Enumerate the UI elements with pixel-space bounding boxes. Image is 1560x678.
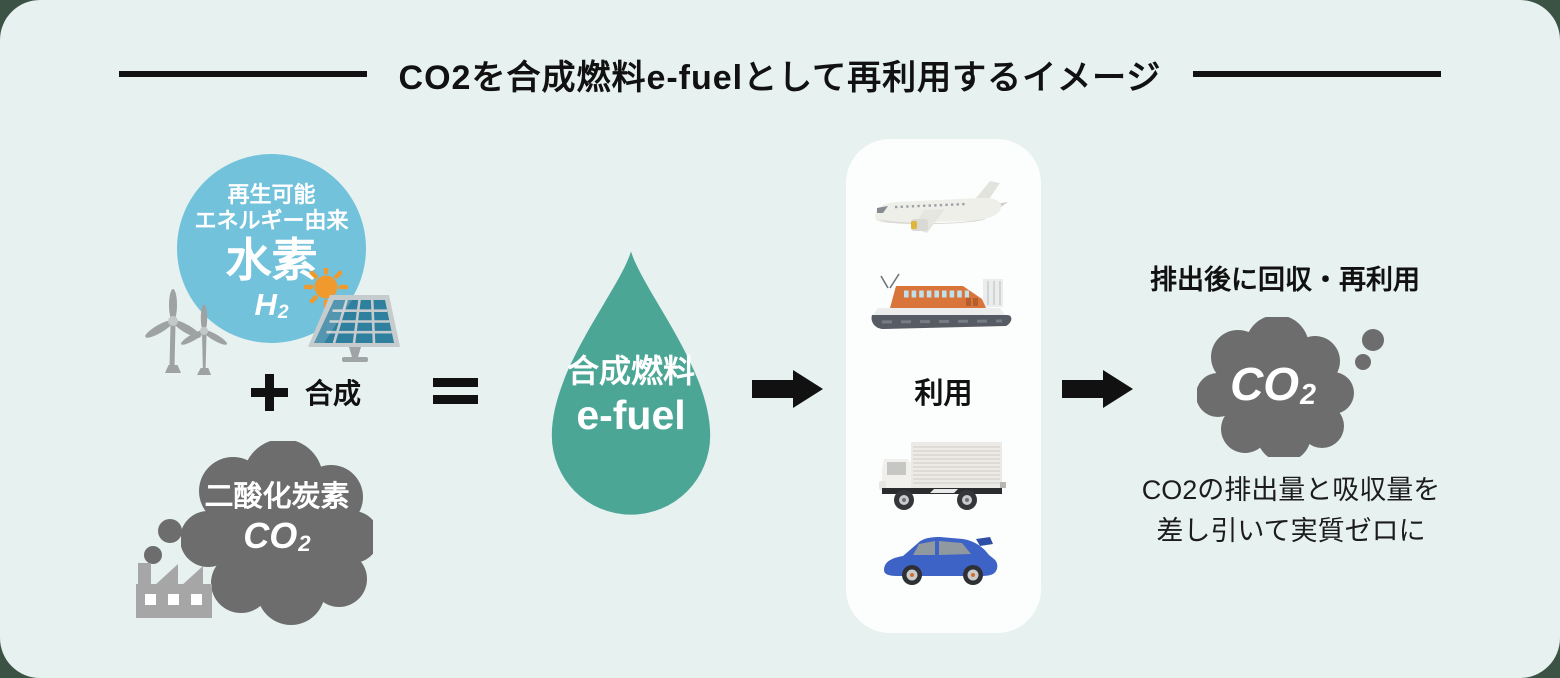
hydrogen-formula-sub: 2 — [277, 301, 289, 323]
ship-icon — [871, 273, 1012, 329]
hydrogen-name: 水素 — [225, 234, 318, 286]
plus-icon — [251, 373, 288, 411]
equals-icon — [433, 378, 478, 404]
net-zero-note-line1: CO2の排出量と吸収量を — [1141, 475, 1441, 505]
solar-panel-icon — [304, 268, 400, 362]
hydrogen-formula: H2 — [254, 287, 288, 323]
hydrogen-source-line1: 再生可能 — [227, 182, 316, 207]
hydrogen-formula-base: H — [254, 287, 277, 322]
synthesis-label: 合成 — [305, 378, 362, 409]
efuel-label: 合成燃料 e-fuel — [532, 351, 730, 439]
recovered-co2-formula-sub: 2 — [1300, 379, 1316, 412]
co2-source-formula: CO2 — [186, 515, 368, 562]
truck-icon — [879, 442, 1006, 510]
recovered-co2-formula-base: CO — [1230, 358, 1300, 410]
airplane-icon — [875, 181, 1008, 233]
efuel-drop-shape — [551, 251, 711, 515]
sun-icon — [304, 268, 348, 309]
efuel-label-ja: 合成燃料 — [566, 353, 695, 389]
title-rule-right — [1193, 71, 1442, 77]
recovery-heading: 排出後に回収・再利用 — [1150, 265, 1420, 295]
co2-source-text: 二酸化炭素 CO2 — [186, 479, 368, 562]
net-zero-note-line2: 差し引いて実質ゼロに — [1156, 516, 1426, 546]
co2-cloud-shape — [181, 441, 373, 625]
factory-icon — [136, 519, 212, 618]
usage-panel: 利用 — [846, 139, 1041, 633]
net-zero-note: CO2の排出量と吸収量を 差し引いて実質ゼロに — [1126, 470, 1456, 552]
arrow-right-icon — [752, 370, 823, 408]
efuel-label-en: e-fuel — [576, 392, 686, 438]
title-rule-left — [118, 71, 367, 77]
co2-recovered-cloud-shape — [1197, 317, 1384, 457]
usage-label: 利用 — [914, 378, 973, 410]
smoke-puffs-icon — [144, 519, 182, 564]
page-title: CO2を合成燃料e-fuelとして再利用するイメージ — [398, 58, 1162, 97]
hydrogen-bubble: 再生可能 エネルギー由来 水素 H2 — [177, 154, 366, 343]
wind-turbine-icon — [145, 289, 228, 375]
title-row: CO2を合成燃料e-fuelとして再利用するイメージ — [0, 52, 1560, 97]
co2-source-name: 二酸化炭素 — [204, 481, 350, 513]
arrow-right-icon — [1062, 370, 1133, 408]
co2-source-formula-sub: 2 — [298, 531, 311, 557]
hydrogen-source-line2: エネルギー由来 — [194, 208, 349, 233]
co2-source-formula-base: CO — [243, 515, 298, 556]
car-icon — [884, 537, 998, 585]
recovered-co2-formula: CO2 — [1197, 357, 1349, 411]
synthesis-row: 合成 — [251, 372, 361, 412]
